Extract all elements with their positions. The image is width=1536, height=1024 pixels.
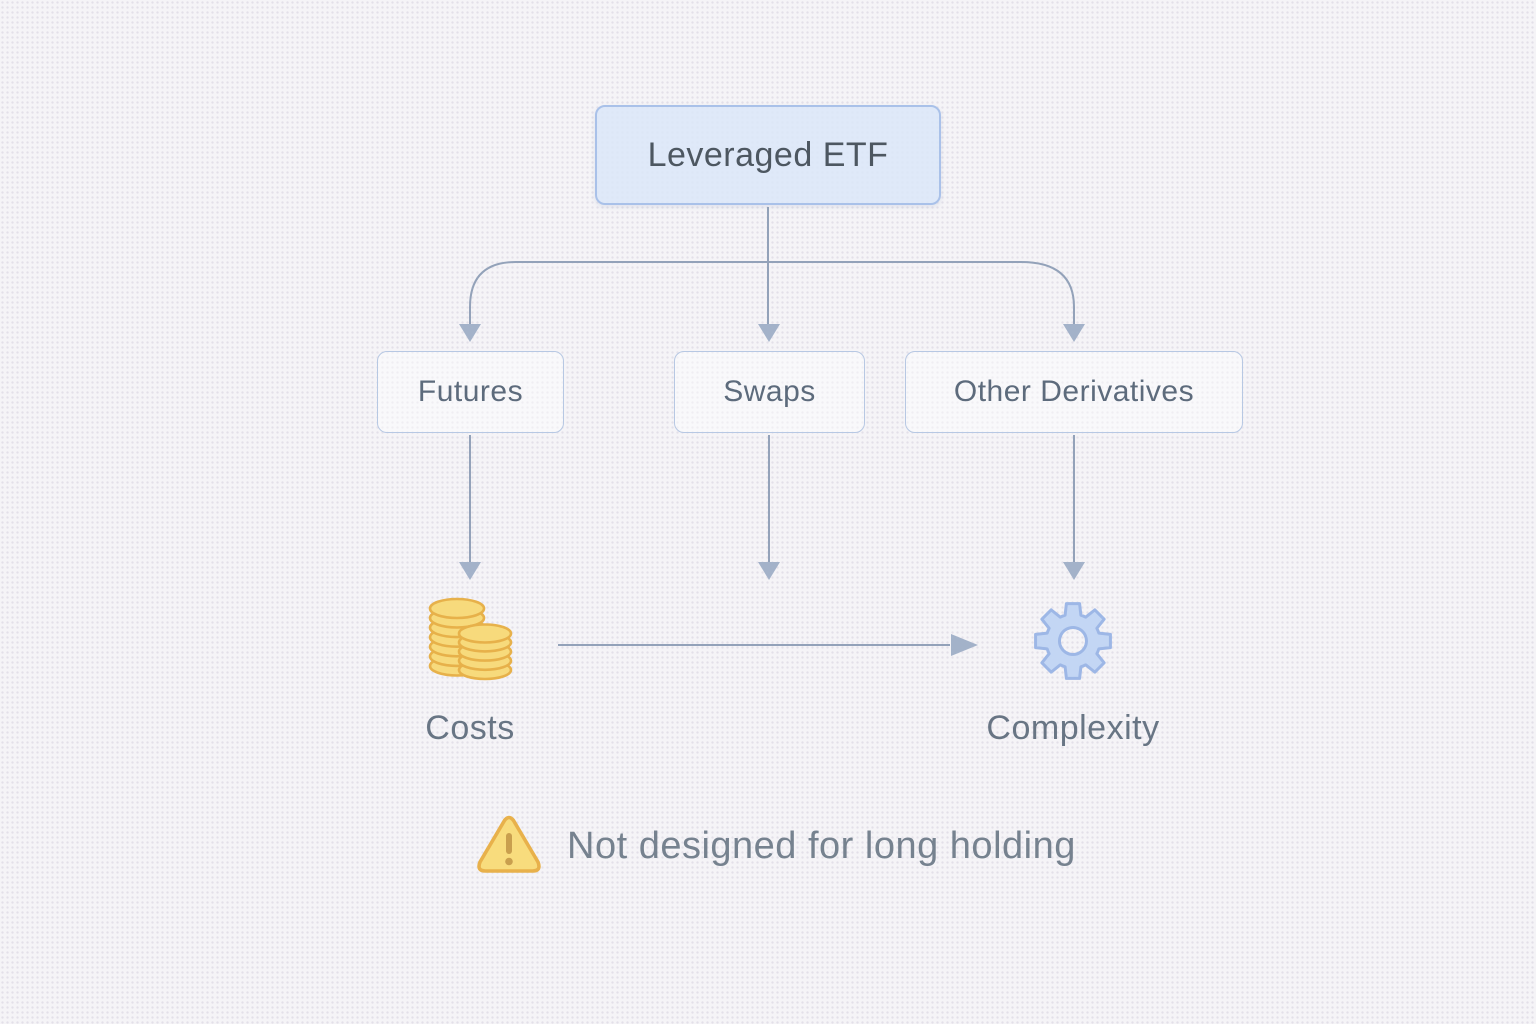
arrowhead-complexity-down xyxy=(1063,562,1085,580)
arrowhead-swaps-out xyxy=(758,562,780,580)
warning-icon xyxy=(475,813,543,879)
arrowhead-costs xyxy=(459,562,481,580)
arrowhead-otherderiv xyxy=(1063,324,1085,342)
node-leveraged-etf: Leveraged ETF xyxy=(595,105,941,205)
arrowhead-complexity-right xyxy=(951,634,978,656)
arrowhead-futures xyxy=(459,324,481,342)
connector-branch-rail xyxy=(469,261,1075,326)
node-swaps: Swaps xyxy=(674,351,865,433)
arrowhead-swaps xyxy=(758,324,780,342)
node-other-derivatives: Other Derivatives xyxy=(905,351,1243,433)
node-leveraged-etf-label: Leveraged ETF xyxy=(647,135,889,174)
node-other-derivatives-label: Other Derivatives xyxy=(953,375,1195,408)
outcome-complexity-label: Complexity xyxy=(986,709,1160,747)
outcome-costs-label: Costs xyxy=(425,709,515,747)
gear-icon xyxy=(1031,598,1115,684)
warning-text: Not designed for long holding xyxy=(567,825,1076,867)
coins-icon xyxy=(424,596,516,688)
node-swaps-label: Swaps xyxy=(723,375,816,408)
node-futures-label: Futures xyxy=(417,375,524,408)
node-futures: Futures xyxy=(377,351,564,433)
